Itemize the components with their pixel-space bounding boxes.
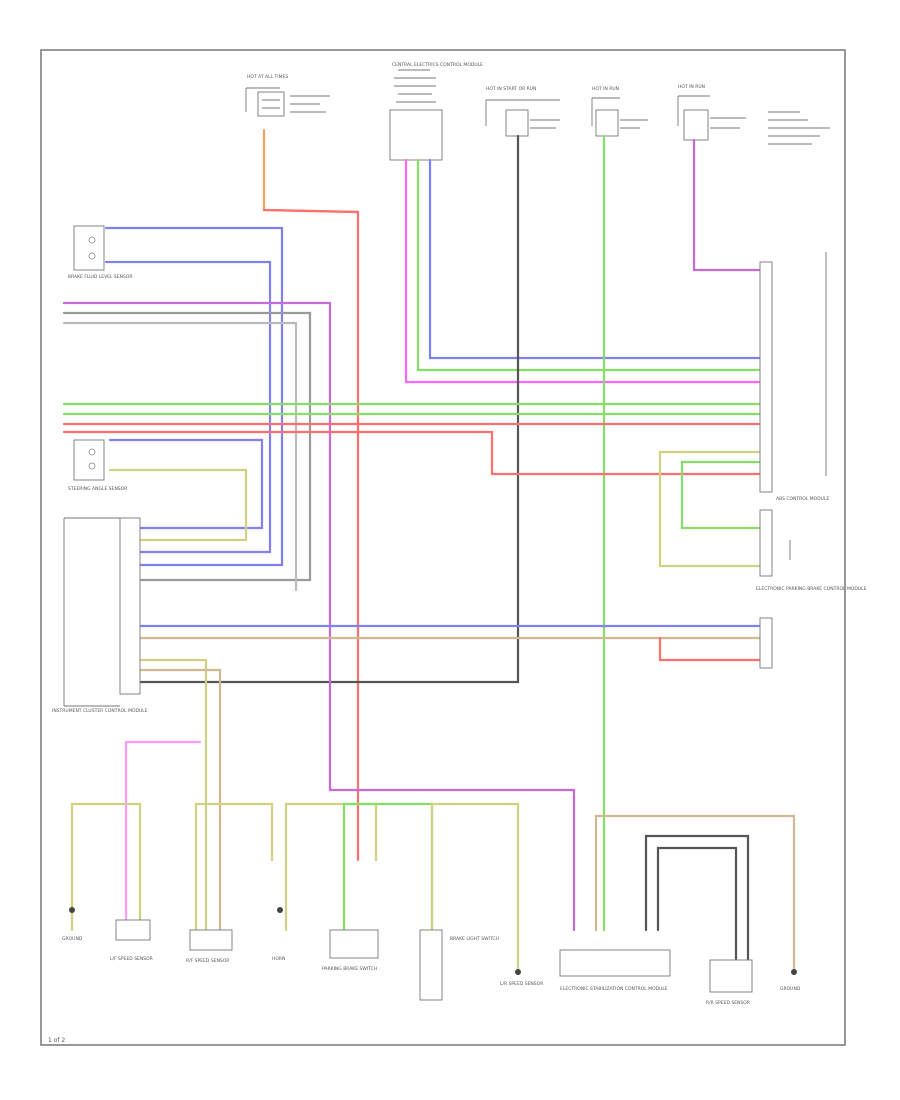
- svg-text:INSTRUMENT CLUSTER CONTROL MOD: INSTRUMENT CLUSTER CONTROL MODULE: [52, 708, 148, 714]
- svg-text:CENTRAL ELECTRICS CONTROL MODU: CENTRAL ELECTRICS CONTROL MODULE: [392, 62, 483, 68]
- lf-speed-sensor: L/F SPEED SENSOR: [110, 919, 153, 962]
- wire-tan-b7: [594, 814, 796, 972]
- wire-black-b9: [656, 846, 738, 962]
- svg-text:HORN: HORN: [272, 956, 285, 962]
- wire-yellow-mid: [108, 468, 248, 542]
- svg-text:HOT AT ALL TIMES: HOT AT ALL TIMES: [247, 74, 288, 80]
- wire-magenta-top: [404, 158, 764, 384]
- svg-text:GROUND: GROUND: [780, 986, 801, 992]
- wire-yellow-b1: [128, 658, 208, 932]
- wire-purple-fuse5: [692, 138, 764, 272]
- wire-red-lower: [658, 636, 764, 662]
- wire-red-long-2: [62, 430, 764, 476]
- svg-text:L/R SPEED SENSOR: L/R SPEED SENSOR: [500, 981, 543, 987]
- wire-tan-b1: [128, 668, 222, 932]
- parking-brake-switch: PARKING BRAKE SWITCH: [322, 929, 379, 972]
- wire-yellow-b3: [194, 802, 274, 932]
- fuse-block-1: HOT AT ALL TIMES: [245, 74, 330, 117]
- electronic-stabilization-module: ELECTRONIC STABILIZATION CONTROL MODULE: [559, 949, 671, 992]
- svg-text:L/F SPEED SENSOR: L/F SPEED SENSOR: [110, 956, 153, 962]
- wire-orange-red: [262, 128, 360, 214]
- fuse-block-2: CENTRAL ELECTRICS CONTROL MODULE: [389, 62, 483, 161]
- abs-control-module: ABS CONTROL MODULE: [759, 252, 829, 502]
- wire-black-fuse3: [128, 134, 520, 684]
- svg-text:STEERING ANGLE SENSOR: STEERING ANGLE SENSOR: [68, 486, 127, 492]
- wire-yellow-b4: [284, 802, 378, 932]
- rr-speed-sensor: R/R SPEED SENSOR: [706, 959, 753, 1006]
- instrument-cluster-module: INSTRUMENT CLUSTER CONTROL MODULE: [52, 517, 148, 714]
- wire-black-b8: [644, 834, 750, 962]
- rf-speed-sensor: R/F SPEED SENSOR: [186, 929, 233, 964]
- svg-text:ELECTRONIC PARKING BRAKE CONTR: ELECTRONIC PARKING BRAKE CONTROL MODULE: [756, 586, 867, 592]
- wire-red-main: [262, 208, 360, 862]
- svg-text:ELECTRONIC STABILIZATION CONTR: ELECTRONIC STABILIZATION CONTROL MODULE: [560, 986, 668, 992]
- horn: HORN: [272, 907, 285, 962]
- wire-purple-mid: [108, 438, 264, 530]
- svg-text:BRAKE LIGHT SWITCH: BRAKE LIGHT SWITCH: [450, 936, 499, 942]
- electronic-parking-brake-module: ELECTRONIC PARKING BRAKE CONTROL MODULE: [756, 509, 867, 669]
- svg-text:PARKING BRAKE SWITCH: PARKING BRAKE SWITCH: [322, 966, 377, 972]
- lr-speed-sensor: L/R SPEED SENSOR: [500, 969, 543, 987]
- wire-green-right: [680, 460, 764, 530]
- svg-text:R/R SPEED SENSOR: R/R SPEED SENSOR: [706, 1000, 750, 1006]
- wire-grey-band-2: [62, 321, 298, 592]
- svg-text:ABS CONTROL MODULE: ABS CONTROL MODULE: [776, 496, 829, 502]
- page-id: 1 of 2: [48, 1037, 65, 1044]
- svg-text:GROUND: GROUND: [62, 936, 83, 942]
- svg-text:HOT IN RUN: HOT IN RUN: [592, 86, 619, 92]
- svg-text:R/F SPEED SENSOR: R/F SPEED SENSOR: [186, 958, 229, 964]
- fuse-block-3: HOT IN START OR RUN: [485, 86, 560, 137]
- wire-grey-band-1: [62, 311, 312, 582]
- svg-text:BRAKE FLUID LEVEL SENSOR: BRAKE FLUID LEVEL SENSOR: [68, 274, 133, 280]
- wire-yellow-b2: [70, 802, 142, 932]
- fuse-block-5: HOT IN RUN: [677, 84, 830, 145]
- wire-yellow-right: [658, 450, 764, 568]
- steering-angle-sensor: STEERING ANGLE SENSOR: [68, 439, 127, 492]
- svg-text:HOT IN RUN: HOT IN RUN: [678, 84, 705, 90]
- wire-blue-sensor: [104, 226, 284, 567]
- ground-b1: GROUND: [62, 907, 83, 942]
- ground-b2: GROUND: [780, 969, 801, 992]
- wire-green-top: [416, 158, 764, 372]
- brake-fluid-sensor: BRAKE FLUID LEVEL SENSOR: [68, 225, 133, 280]
- wire-yellow-b6: [430, 802, 520, 972]
- wire-purple-sensor: [104, 260, 272, 554]
- diagram-frame: [40, 49, 846, 1046]
- wire-magenta-b1: [124, 740, 202, 932]
- brake-light-switch: BRAKE LIGHT SWITCH: [419, 929, 499, 1001]
- wire-blue-top: [428, 158, 764, 360]
- fuse-block-4: HOT IN RUN: [591, 86, 648, 137]
- svg-text:HOT IN START OR RUN: HOT IN START OR RUN: [486, 86, 536, 92]
- wire-layer: [62, 128, 796, 972]
- wire-magenta-band: [62, 301, 576, 932]
